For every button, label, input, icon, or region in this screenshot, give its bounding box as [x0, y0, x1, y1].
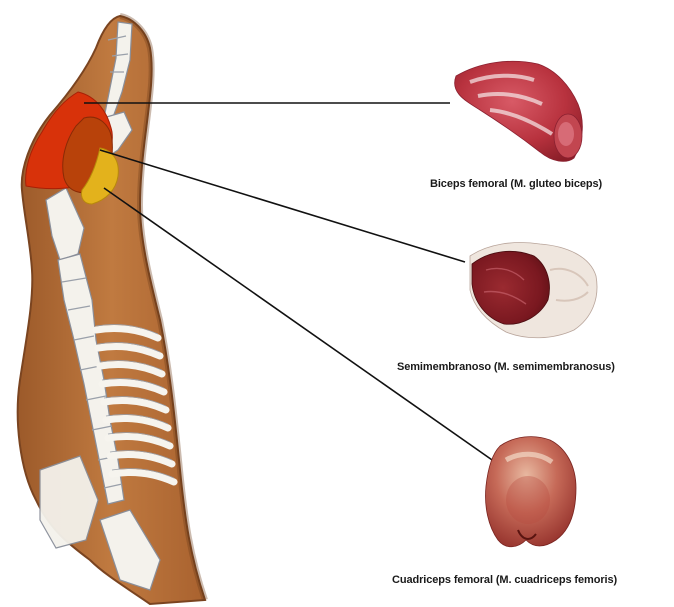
caption-biceps-femoral: Biceps femoral (M. gluteo biceps)	[430, 178, 602, 190]
caption-cuadriceps-femoral: Cuadriceps femoral (M. cuadriceps femori…	[392, 574, 617, 586]
leader-line-semi	[100, 150, 465, 262]
caption-semimembranoso: Semimembranoso (M. semimembranosus)	[397, 361, 615, 373]
cut-image-semi	[470, 243, 597, 338]
cut-image-biceps	[455, 61, 583, 161]
cut-image-cuad	[486, 437, 577, 547]
